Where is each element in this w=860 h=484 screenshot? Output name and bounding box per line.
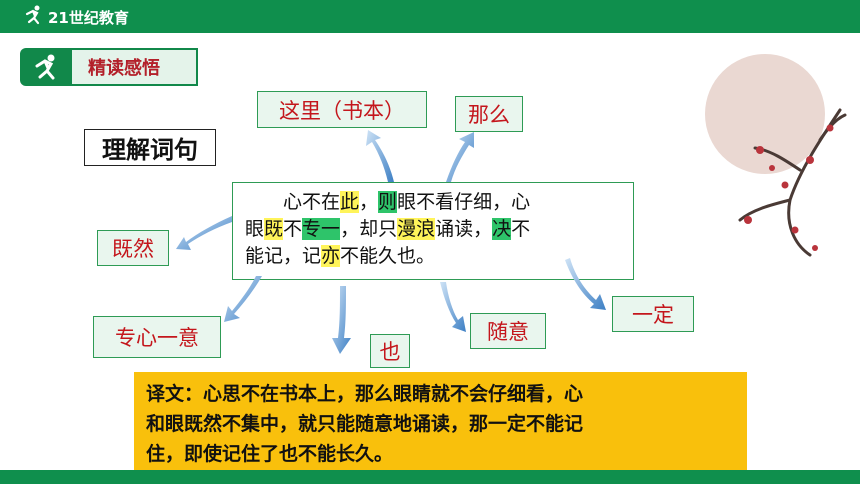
passage-line-3: 能记，记亦不能久也。 — [245, 243, 621, 270]
passage-seg: 诵读， — [435, 218, 493, 240]
passage-line-1: 心不在此，则眼不看仔细，心 — [245, 189, 621, 216]
passage-seg: 心不在 — [283, 191, 341, 213]
translation-line-1: 译文：心思不在书本上，那么眼睛就不会仔细看，心 — [146, 383, 584, 405]
runner-logo-icon — [22, 5, 44, 29]
logo-text: 21世纪教育 — [48, 8, 129, 27]
title-box: 理解词句 — [84, 129, 216, 166]
runner-icon — [20, 48, 72, 86]
passage-seg: 不 — [511, 218, 531, 240]
highlight-yi: 亦 — [321, 245, 341, 267]
passage-seg: 不 — [283, 218, 303, 240]
passage-seg: 能记，记 — [245, 245, 322, 267]
passage-seg: ，却只 — [340, 218, 398, 240]
highlight-ci: 此 — [340, 191, 360, 213]
bottom-bar — [0, 470, 860, 484]
passage-seg: 眼不看仔细，心 — [397, 191, 531, 213]
passage-seg: 不能久也。 — [340, 245, 436, 267]
translation-box: 译文：心思不在书本上，那么眼睛就不会仔细看，心 和眼既然不集中，就只能随意地诵读… — [134, 372, 747, 470]
section-label: 精读感悟 — [72, 48, 198, 86]
annotation-ye: 也 — [370, 334, 410, 368]
highlight-jue: 决 — [492, 218, 512, 240]
highlight-manlang: 漫浪 — [397, 218, 436, 240]
highlight-ji: 既 — [264, 218, 284, 240]
arrow-up-left — [366, 130, 394, 182]
arrow-down-right — [440, 282, 466, 332]
translation-line-2: 和眼既然不集中，就只能随意地诵读，那一定不能记 — [146, 413, 584, 435]
arrow-up-right — [446, 132, 474, 182]
annotation-jiran: 既然 — [97, 230, 169, 266]
annotation-zheli: 这里（书本） — [257, 91, 427, 128]
arrow-down — [332, 286, 351, 354]
top-bar: 21世纪教育 — [0, 0, 860, 33]
annotation-suiyi: 随意 — [470, 313, 546, 349]
translation-line-3: 住，即使记住了也不能长久。 — [146, 443, 394, 465]
classical-passage: 心不在此，则眼不看仔细，心 眼既不专一，却只漫浪诵读，决不 能记，记亦不能久也。 — [232, 182, 634, 280]
annotation-yiding: 一定 — [612, 296, 694, 332]
passage-seg: ， — [359, 191, 379, 213]
arrow-down-left — [224, 276, 262, 322]
moon-circle — [705, 54, 825, 174]
passage-line-2: 眼既不专一，却只漫浪诵读，决不 — [245, 216, 621, 243]
arrow-left — [176, 216, 232, 250]
brand-logo: 21世纪教育 — [22, 5, 129, 29]
passage-seg: 眼 — [245, 218, 265, 240]
section-tab: 精读感悟 — [20, 48, 198, 86]
highlight-zhuanyi: 专一 — [302, 218, 341, 240]
highlight-ze: 则 — [378, 191, 398, 213]
annotation-zhuanxin: 专心一意 — [93, 316, 221, 358]
annotation-name: 那么 — [455, 96, 523, 132]
